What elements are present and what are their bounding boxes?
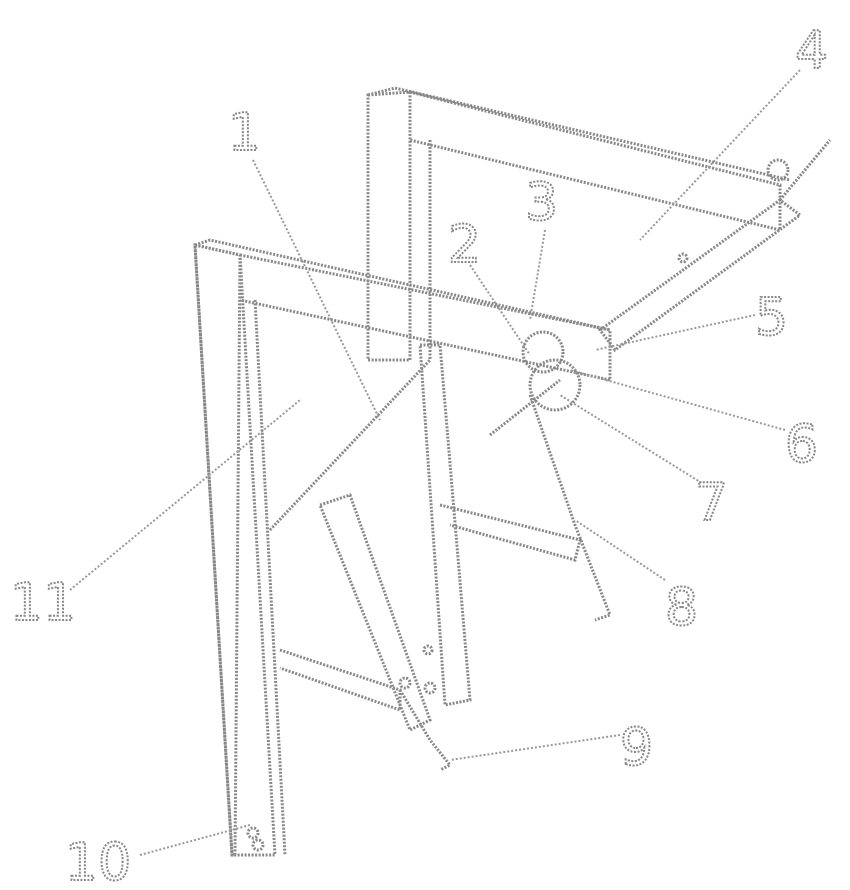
linkage bbox=[320, 332, 610, 770]
beam-4 bbox=[600, 140, 830, 350]
label-10: 10 bbox=[65, 833, 131, 890]
label-8: 8 bbox=[665, 578, 698, 638]
label-6: 6 bbox=[785, 415, 818, 475]
leader-lines bbox=[70, 70, 800, 855]
label-7: 7 bbox=[695, 473, 728, 533]
rear-frame bbox=[368, 88, 790, 360]
label-9: 9 bbox=[620, 718, 653, 778]
label-11: 11 bbox=[10, 573, 76, 633]
label-5: 5 bbox=[755, 288, 788, 348]
label-2: 2 bbox=[448, 215, 481, 275]
label-1: 1 bbox=[228, 103, 261, 163]
label-3: 3 bbox=[525, 173, 558, 233]
label-4: 4 bbox=[795, 21, 828, 81]
